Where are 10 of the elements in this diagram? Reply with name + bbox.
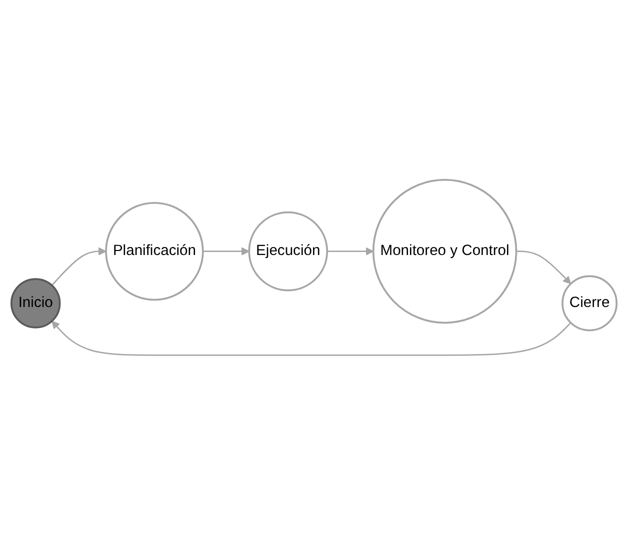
arrow [202, 247, 250, 256]
node-circle: Ejecución [248, 211, 328, 292]
arrow [51, 247, 106, 286]
arrow [327, 247, 374, 256]
node-circle: Monitoreo y Control [372, 178, 518, 324]
node-circle: Inicio [10, 278, 61, 328]
node-circle: Cierre [562, 275, 618, 332]
arrow [52, 320, 572, 356]
node-circle: Planificación [105, 202, 204, 301]
arrow [516, 250, 572, 284]
